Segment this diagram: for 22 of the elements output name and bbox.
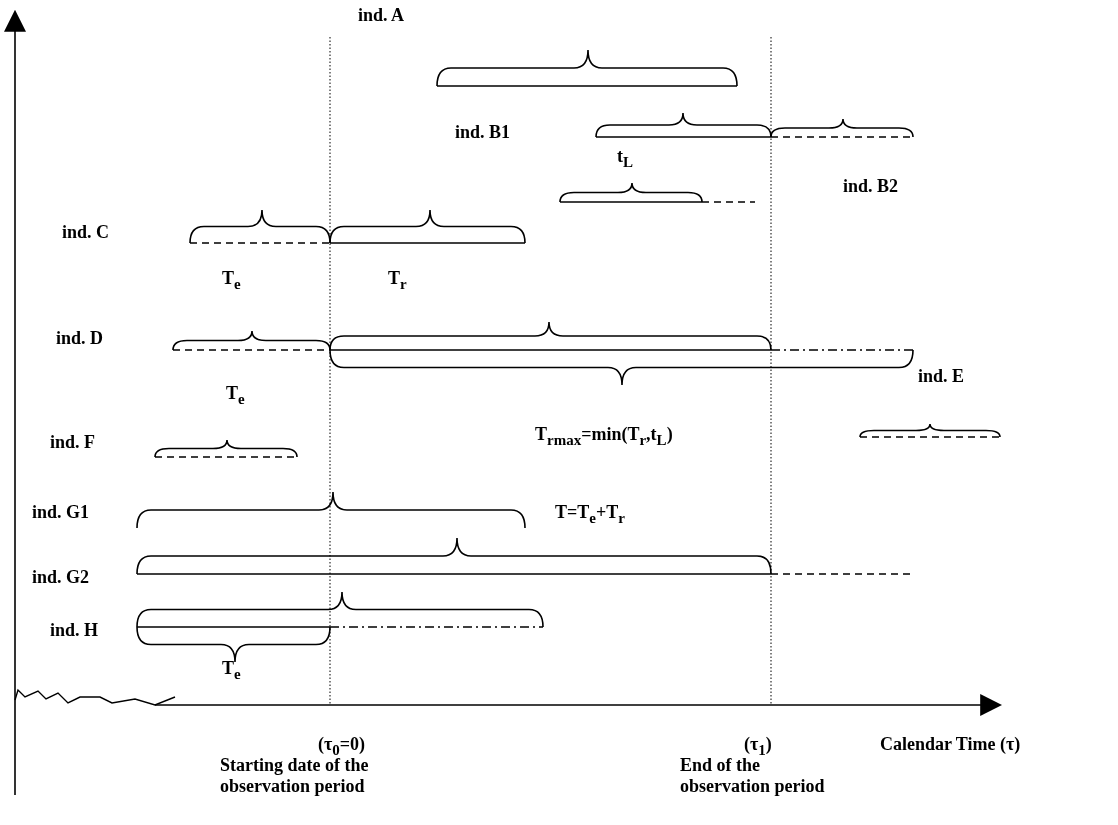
row-label: ind. D xyxy=(56,328,104,349)
formula-label: T$_{e}$ xyxy=(222,658,241,684)
formula-label: T=T$_{e}$+T$_{r}$ xyxy=(555,502,625,528)
row-label: ind. H xyxy=(50,620,99,641)
formula-label: T$_{rmax}$=min(T$_{r}$,t$_{L}$) xyxy=(535,424,673,450)
row-label: ind. F xyxy=(50,432,96,453)
axis-label: Starting date of the observation period xyxy=(220,755,370,797)
row-label: ind. G2 xyxy=(32,567,90,588)
formula-label: T$_{r}$ xyxy=(388,268,407,294)
formula-label: t$_{L}$ xyxy=(617,146,633,172)
formula-label: T$_{e}$ xyxy=(226,383,245,409)
formula-label: T$_{e}$ xyxy=(222,268,241,294)
axis-label: End of the observation period xyxy=(680,755,826,797)
axis-label: (τ$_{1}$) xyxy=(744,734,772,758)
axis-label: (τ$_{0}$=0) xyxy=(318,734,366,758)
row-label: ind. B1 xyxy=(455,122,511,143)
row-label: ind. E xyxy=(918,366,965,387)
row-label: ind. C xyxy=(62,222,110,243)
row-label: ind. A xyxy=(358,5,405,26)
row-label: ind. B2 xyxy=(843,176,899,197)
axis-label: Calendar Time (τ) xyxy=(880,734,1021,755)
row-label: ind. G1 xyxy=(32,502,90,523)
